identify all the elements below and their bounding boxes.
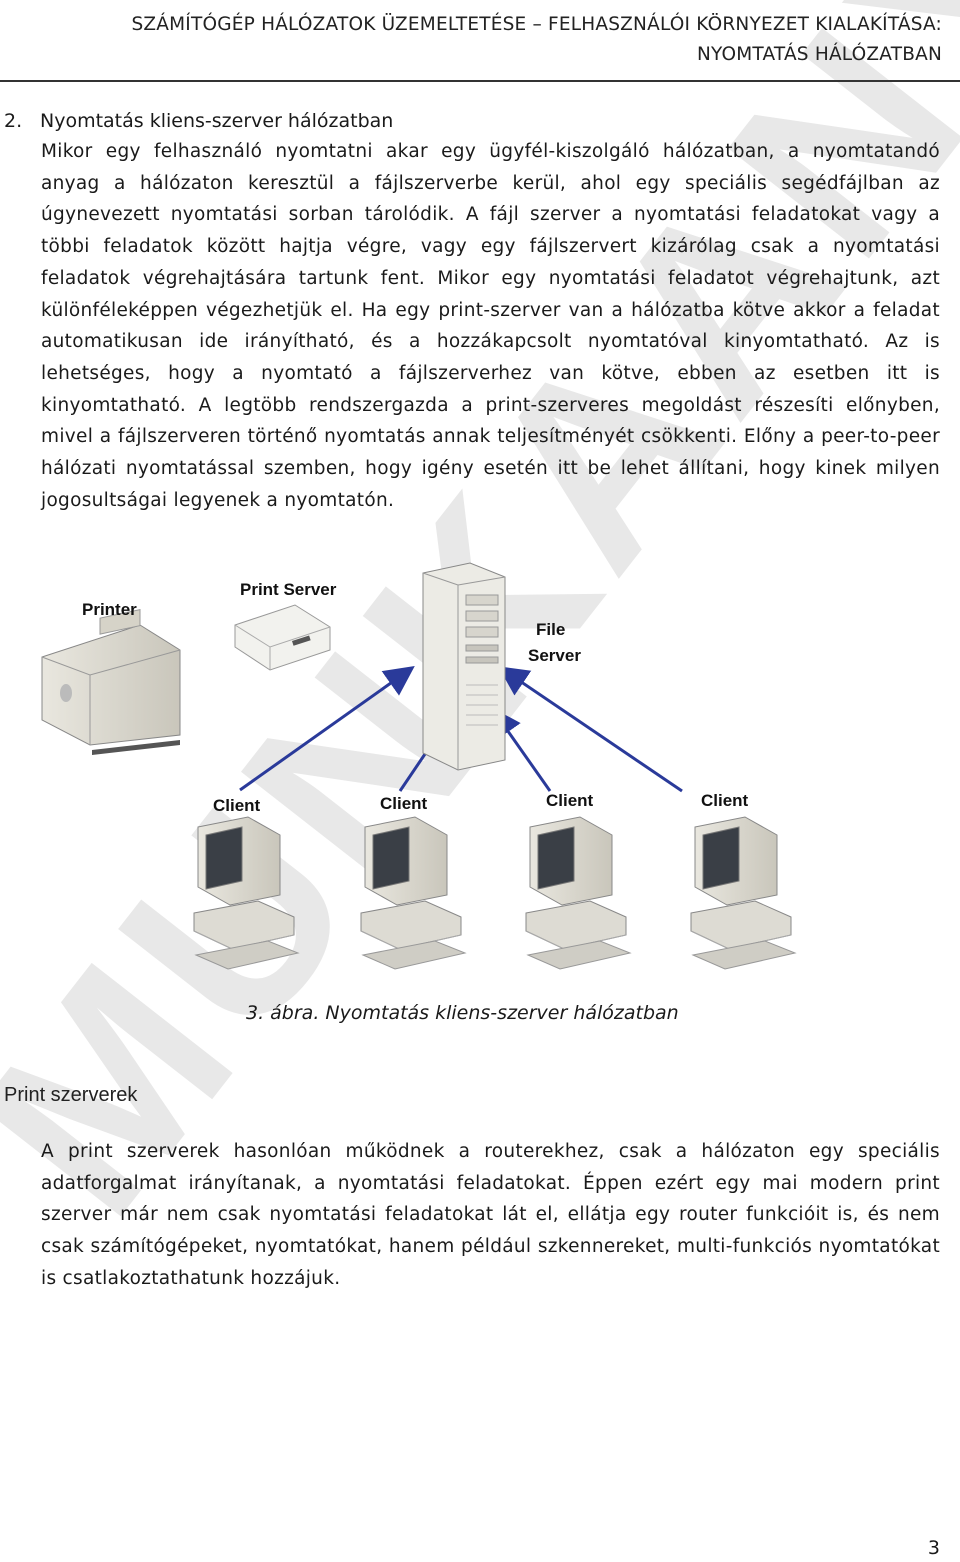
header-divider [0, 80, 960, 82]
page-header: SZÁMÍTÓGÉP HÁLÓZATOK ÜZEMELTETÉSE – FELH… [0, 10, 942, 70]
print-server-label: Print Server [240, 580, 337, 599]
arrow-client-4 [498, 666, 683, 793]
client-label-1: Client [213, 796, 261, 815]
client-computer-icon [525, 816, 632, 970]
arrow-client-3 [491, 707, 552, 792]
figure-caption: 3. ábra. Nyomtatás kliens-szerver hálóza… [246, 1002, 679, 1024]
network-diagram: Printer Print Server File Server Client [41, 562, 797, 970]
print-server-icon [234, 604, 331, 671]
arrow-client-1 [239, 666, 415, 792]
header-line-1: SZÁMÍTÓGÉP HÁLÓZATOK ÜZEMELTETÉSE – FELH… [131, 14, 942, 35]
section-number: 2. [4, 110, 23, 132]
client-computer-icon [360, 816, 467, 970]
file-server-tower-icon [422, 562, 506, 771]
client-computer-icon [690, 816, 797, 970]
header-line-2: NYOMTATÁS HÁLÓZATBAN [696, 44, 942, 65]
client-label-2: Client [380, 794, 428, 813]
print-servers-paragraph: A print szerverek hasonlóan működnek a r… [41, 1141, 940, 1289]
section-title-text: Nyomtatás kliens-szerver hálózatban [40, 110, 394, 132]
client-label-3: Client [546, 791, 594, 810]
section-title: 2. Nyomtatás kliens-szerver hálózatban [4, 106, 393, 136]
printer-icon [41, 609, 181, 755]
section-paragraph: Mikor egy felhasználó nyomtatni akar egy… [41, 141, 940, 511]
print-servers-heading: Print szerverek [4, 1084, 138, 1106]
file-server-label-line1: File [536, 620, 565, 639]
file-server-label-line2: Server [528, 646, 581, 665]
client-label-4: Client [701, 791, 749, 810]
client-computer-icon [193, 816, 300, 970]
printer-label: Printer [82, 600, 137, 619]
page-number: 3 [927, 1537, 940, 1559]
